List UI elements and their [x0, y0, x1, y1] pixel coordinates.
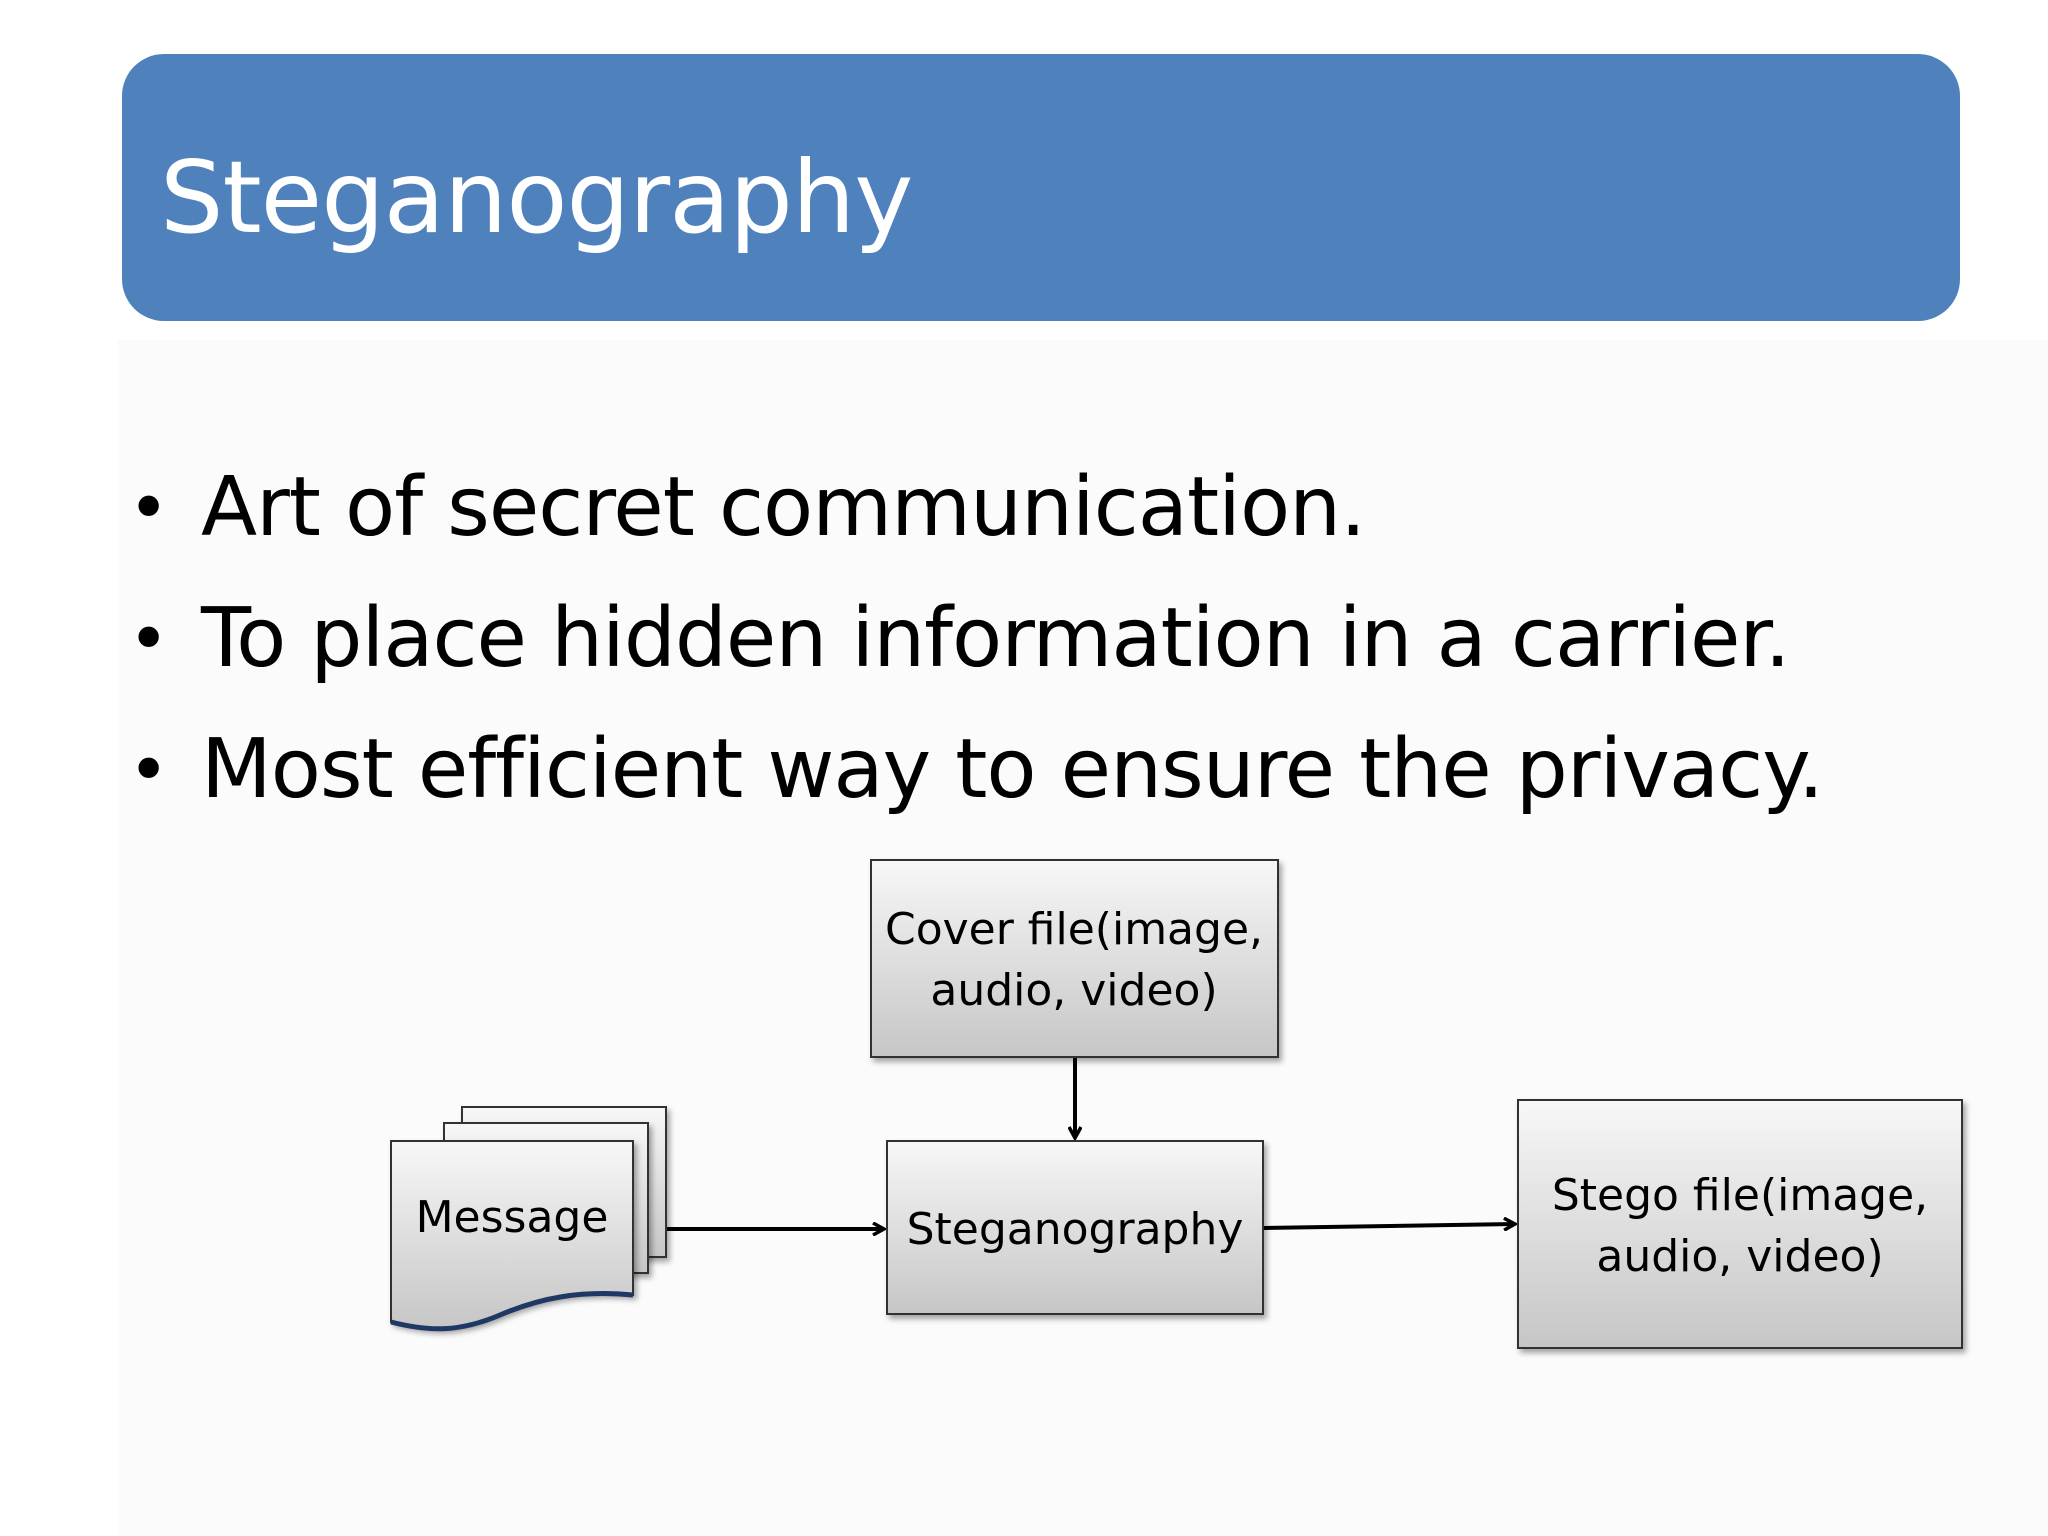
bullet-text: To place hidden information in a carrier…: [201, 591, 1791, 686]
bullet-text: Art of secret communication.: [201, 460, 1366, 555]
bullet-item: • To place hidden information in a carri…: [118, 579, 1823, 710]
bullet-dot-icon: •: [128, 467, 169, 549]
title-bar: [122, 54, 1960, 321]
cover-file-box: [870, 859, 1279, 1058]
bullet-text: Most efficient way to ensure the privacy…: [201, 722, 1824, 817]
bullet-dot-icon: •: [128, 598, 169, 680]
bullet-item: • Most efficient way to ensure the priva…: [118, 710, 1824, 841]
stego-file-box: [1517, 1099, 1963, 1349]
steganography-node: Steganography: [886, 1140, 1264, 1315]
bullet-item: • Art of secret communication.: [118, 448, 1823, 579]
stego-file-node: Stego file(image, audio, video): [1517, 1099, 1963, 1349]
message-label: Message: [416, 1192, 609, 1243]
cover-file-node: Cover file(image, audio, video): [870, 859, 1279, 1058]
message-wave-edge: [390, 1291, 634, 1332]
cover-file-label-line-2: audio, video): [930, 965, 1217, 1016]
steganography-label: Steganography: [907, 1204, 1244, 1255]
cover-file-label-line-1: Cover file(image,: [885, 904, 1263, 955]
stego-file-label-line-1: Stego file(image,: [1552, 1170, 1928, 1221]
bullet-dot-icon: •: [128, 729, 169, 811]
steganography-box: [886, 1140, 1264, 1315]
message-node: Message: [390, 1106, 667, 1332]
slide-title: Steganography: [160, 139, 913, 256]
bullet-list: • Art of secret communication. • To plac…: [118, 448, 1824, 841]
stego-file-label-line-2: audio, video): [1596, 1231, 1883, 1282]
arrow-steganography-to-stego: [1263, 1224, 1515, 1228]
